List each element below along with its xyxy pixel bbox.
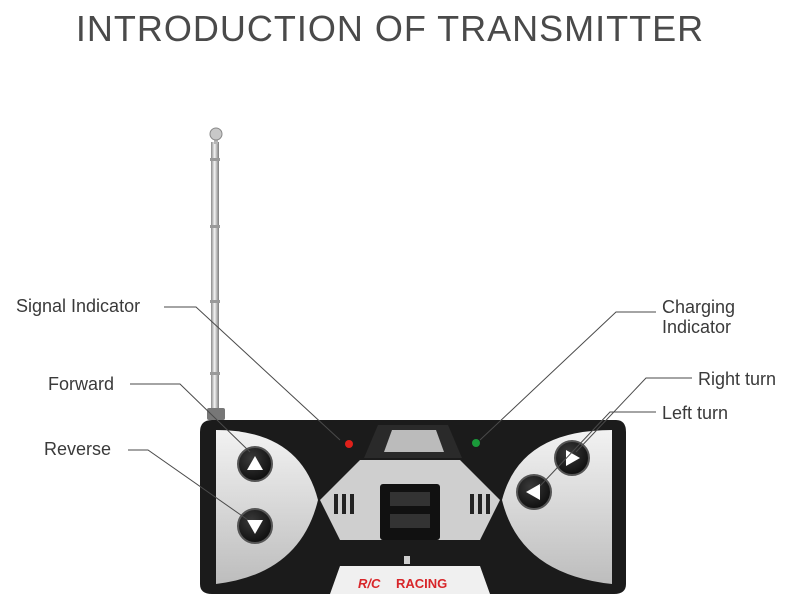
reverse-leader	[128, 449, 249, 521]
brand-name: RACING	[396, 576, 447, 591]
leader-lines	[128, 306, 692, 521]
left-turn-label: Left turn	[662, 403, 729, 423]
right-arrow-icon	[566, 450, 580, 466]
left-arrow-icon	[526, 484, 540, 500]
forward-label: Forward	[48, 374, 115, 394]
right-turn-leader	[575, 377, 692, 453]
signal-indicator-label: Signal Indicator	[16, 296, 141, 316]
charging-indicator-label-line2: Indicator	[662, 317, 732, 337]
brand-logo: R/C	[358, 576, 381, 591]
transmitter-body	[200, 420, 626, 594]
signal-indicator-led	[345, 440, 353, 448]
charging-indicator-leader	[479, 311, 656, 441]
page-title: INTRODUCTION OF TRANSMITTER	[75, 8, 705, 49]
reverse-button[interactable]	[237, 508, 273, 544]
left-turn-leader	[539, 411, 656, 487]
signal-indicator-leader	[164, 306, 341, 441]
forward-leader	[130, 383, 251, 453]
charging-indicator-led	[472, 439, 480, 447]
antenna	[207, 127, 225, 420]
up-arrow-icon	[247, 456, 263, 470]
reverse-label: Reverse	[44, 439, 112, 459]
down-arrow-icon	[247, 520, 263, 534]
right-turn-button[interactable]	[554, 440, 590, 476]
charging-indicator-label-line1: Charging	[662, 297, 736, 317]
forward-button[interactable]	[237, 446, 273, 482]
right-turn-label: Right turn	[698, 369, 777, 389]
